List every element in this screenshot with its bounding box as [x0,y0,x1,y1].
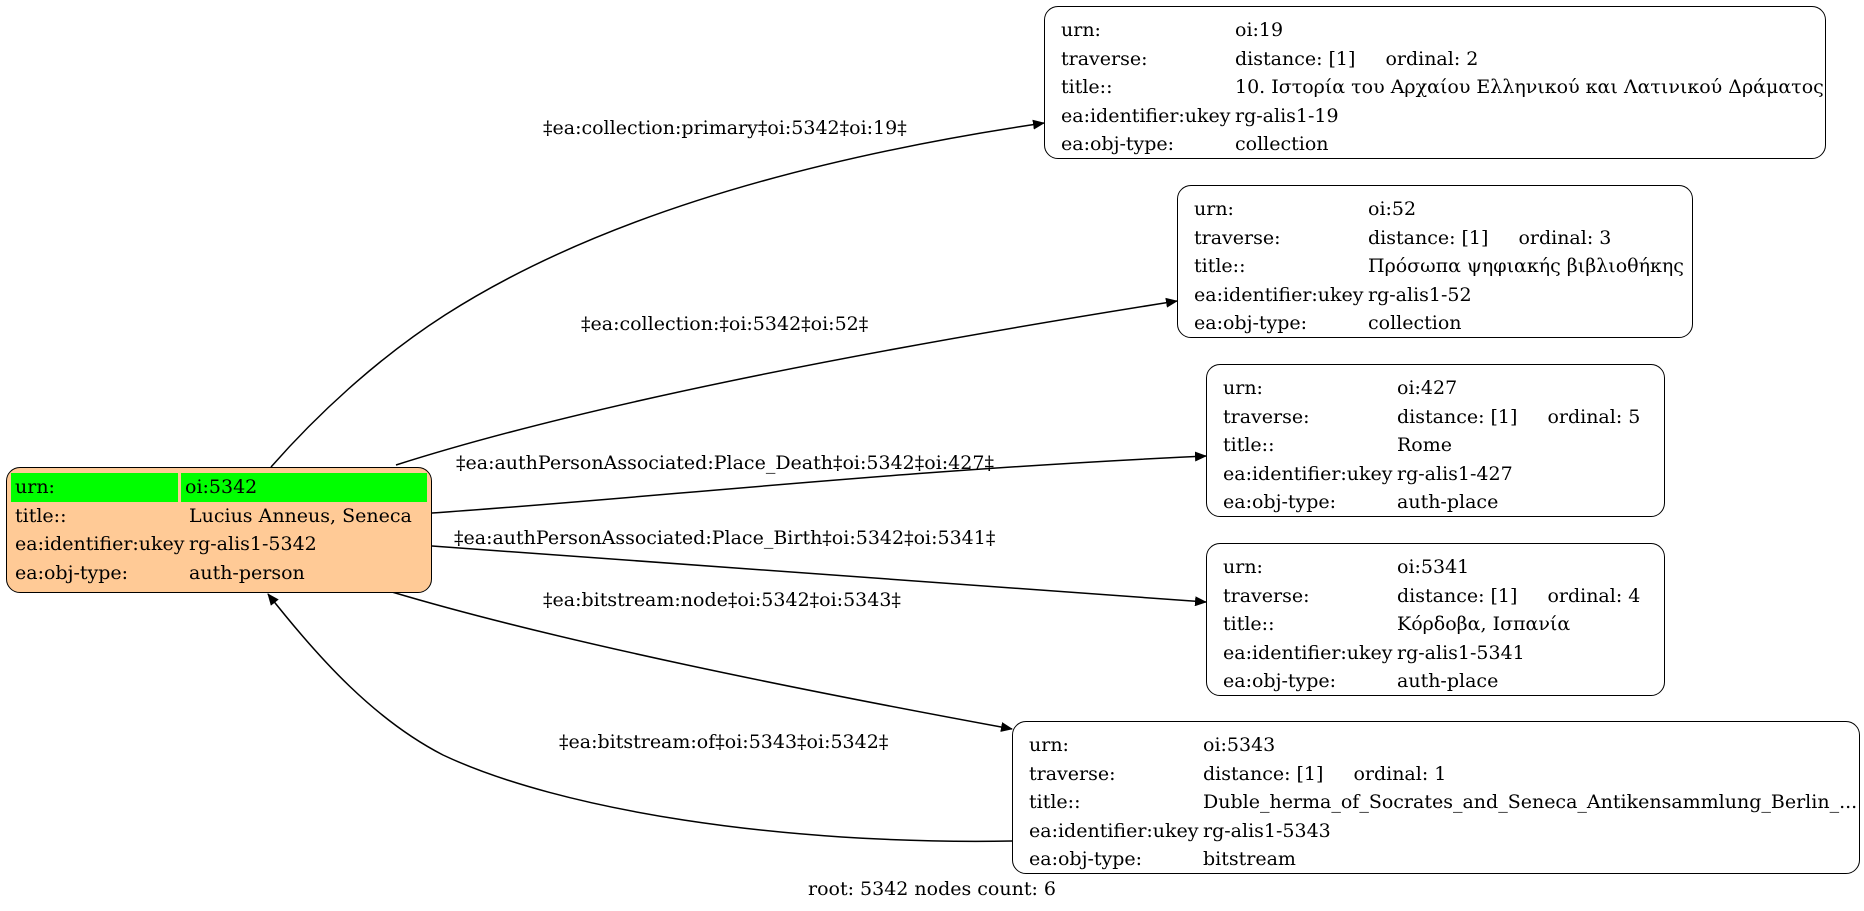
key-ukey: ea:identifier:ukey [1029,819,1199,842]
value-ukey: rg-alis1-52 [1368,283,1472,306]
value-ordinal: ordinal: 5 [1547,405,1641,428]
value-title: Duble_herma_of_Socrates_and_Seneca_Antik… [1203,791,1858,813]
node-row-urn: urn: oi:5342 [7,473,431,502]
key-objtype: ea:obj-type: [1029,848,1143,870]
key-title: title:: [1223,613,1275,635]
key-ukey: ea:identifier:ukey [1223,641,1393,664]
edge-back-to-oi5342 [267,593,1013,843]
value-ukey: rg-alis1-5341 [1397,641,1525,664]
key-traverse: traverse: [1194,226,1281,249]
node-row-title: title:: Lucius Anneus, Seneca [7,502,431,531]
edge-label-oi19: ‡ea:collection:primary‡oi:5342‡oi:19‡ [543,117,907,139]
key-urn: urn: [1061,19,1101,41]
key-traverse: traverse: [1223,584,1310,607]
key-objtype: ea:obj-type: [1194,312,1308,334]
key-traverse: traverse: [1223,405,1310,428]
edge-to-oi5343 [391,591,1013,732]
row-value: auth-person [189,561,305,584]
node-oi427[interactable]: urn: oi:427 traverse: distance: [1] ordinal… [1206,364,1665,517]
key-traverse: traverse: [1061,47,1148,70]
value-urn: oi:52 [1368,198,1417,220]
value-objtype: collection [1235,133,1329,155]
value-ordinal: ordinal: 2 [1385,47,1479,70]
key-objtype: ea:obj-type: [1223,491,1337,513]
value-ordinal: ordinal: 4 [1547,584,1641,607]
row-value: Lucius Anneus, Seneca [189,504,412,527]
value-urn: oi:5343 [1203,734,1276,756]
key-title: title:: [1029,791,1081,813]
key-urn: urn: [1223,377,1263,399]
key-objtype: ea:obj-type: [1223,670,1337,692]
value-ukey: rg-alis1-19 [1235,104,1339,127]
value-title: Κόρδοβα, Ισπανία [1397,613,1571,635]
graph-footer: root: 5342 nodes count: 6 [807,878,1057,900]
value-ordinal: ordinal: 1 [1353,762,1447,785]
value-distance: distance: [1] [1235,47,1356,70]
node-oi52[interactable]: urn: oi:52 traverse: distance: [1] ordinal:… [1177,185,1693,338]
key-urn: urn: [1223,556,1263,578]
key-title: title:: [1194,255,1246,277]
value-ordinal: ordinal: 3 [1518,226,1612,249]
node-oi5343[interactable]: urn: oi:5343 traverse: distance: [1] ordina… [1012,721,1860,874]
node-row-objtype: ea:obj-type: auth-person [7,559,431,588]
row-key: title:: [15,504,67,527]
value-distance: distance: [1] [1397,584,1518,607]
key-title: title:: [1223,434,1275,456]
node-oi19[interactable]: urn: oi:19 traverse: distance: [1] ordinal:… [1044,6,1826,159]
key-urn: urn: [1194,198,1234,220]
value-objtype: bitstream [1203,848,1296,870]
value-distance: distance: [1] [1368,226,1489,249]
key-title: title:: [1061,76,1113,98]
row-key: ea:identifier:ukey [15,533,185,555]
edge-to-oi427 [431,451,1207,514]
node-oi5342[interactable]: urn: oi:5342 title:: Lucius Anneus, Sene… [6,467,432,593]
value-title: Rome [1397,434,1453,456]
key-objtype: ea:obj-type: [1061,133,1175,155]
value-ukey: rg-alis1-5343 [1203,819,1331,842]
value-distance: distance: [1] [1203,762,1324,785]
key-ukey: ea:identifier:ukey [1194,283,1364,306]
edge-to-oi19 [270,119,1045,468]
row-value: rg-alis1-5342 [189,533,317,555]
value-objtype: collection [1368,312,1462,334]
value-urn: oi:427 [1397,377,1458,399]
row-value: oi:5342 [181,473,427,502]
value-urn: oi:5341 [1397,556,1470,578]
value-objtype: auth-place [1397,670,1499,692]
edge-label-oi52: ‡ea:collection:‡oi:5342‡oi:52‡ [581,313,869,335]
row-key: ea:obj-type: [15,561,129,584]
node-oi5341[interactable]: urn: oi:5341 traverse: distance: [1] ordina… [1206,543,1665,696]
key-traverse: traverse: [1029,762,1116,785]
node-row-ukey: ea:identifier:ukey rg-alis1-5342 [7,530,431,559]
row-key: urn: [11,473,181,502]
value-ukey: rg-alis1-427 [1397,462,1513,485]
edge-to-oi52 [395,297,1178,466]
edge-label-oi5341: ‡ea:authPersonAssociated:Place_Birth‡oi:… [454,527,996,549]
edge-to-oi5341 [431,545,1207,607]
value-title: 10. Ιστορία του Αρχαίου Ελληνικού και Λα… [1235,76,1824,98]
edge-label-back-oi5342: ‡ea:bitstream:of‡oi:5343‡oi:5342‡ [559,731,889,753]
edge-label-oi427: ‡ea:authPersonAssociated:Place_Death‡oi:… [456,452,994,474]
value-title: Πρόσωπα ψηφιακής βιβλιοθήκης [1368,255,1684,277]
edge-label-oi5343: ‡ea:bitstream:node‡oi:5342‡oi:5343‡ [543,589,901,611]
key-ukey: ea:identifier:ukey [1061,104,1231,127]
value-distance: distance: [1] [1397,405,1518,428]
key-urn: urn: [1029,734,1069,756]
value-objtype: auth-place [1397,491,1499,513]
value-urn: oi:19 [1235,19,1284,41]
key-ukey: ea:identifier:ukey [1223,462,1393,485]
